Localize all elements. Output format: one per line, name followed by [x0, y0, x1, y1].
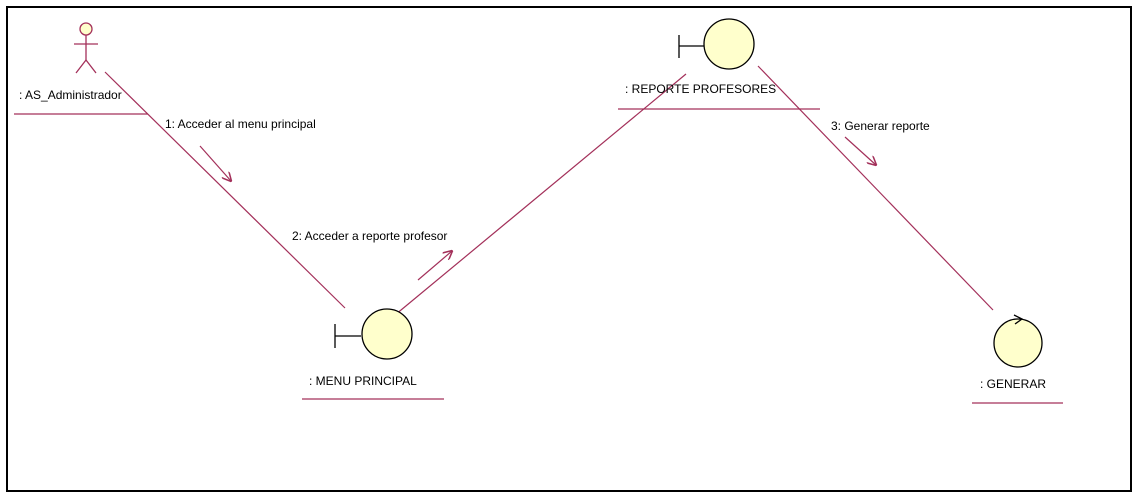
control-icon[interactable]	[993, 314, 1043, 368]
link-menu-reporte	[394, 73, 687, 316]
link-reporte-generar	[757, 65, 994, 311]
boundary-icon[interactable]	[334, 308, 413, 360]
diagram-canvas	[6, 6, 1132, 492]
message-arrow-2	[417, 251, 452, 281]
message-label-2: 2: Acceder a reporte profesor	[292, 229, 447, 243]
actor-icon[interactable]	[74, 22, 98, 74]
boundary-icon[interactable]	[678, 18, 755, 70]
message-label-1: 1: Acceder al menu principal	[165, 117, 316, 131]
message-label-3: 3: Generar reporte	[831, 119, 930, 133]
message-arrow-1	[199, 145, 231, 181]
reporte-label: : REPORTE PROFESORES	[625, 82, 776, 96]
link-actor-menu	[104, 71, 346, 309]
message-arrow-3	[844, 136, 876, 165]
generar-label: : GENERAR	[980, 377, 1046, 391]
menu-label: : MENU PRINCIPAL	[309, 374, 417, 388]
actor-label: : AS_Administrador	[19, 88, 122, 102]
